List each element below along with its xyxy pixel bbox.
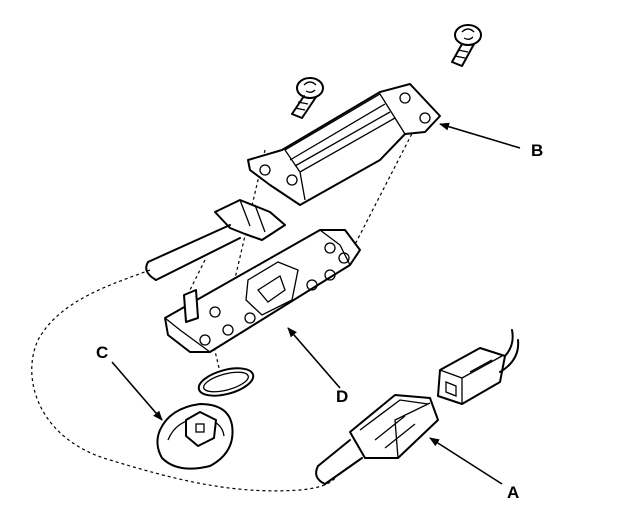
callout-b-leader (439, 122, 521, 149)
callout-a-leader (429, 437, 503, 485)
o-ring (197, 367, 255, 397)
screw-right (451, 24, 482, 67)
sensor-body (145, 83, 441, 281)
callout-b: B (531, 141, 543, 160)
screw-guide-line-right (347, 117, 421, 259)
callout-c: C (96, 343, 108, 362)
callout-d-leader (287, 327, 341, 389)
connector-a (315, 394, 439, 485)
callout-d: D (336, 387, 348, 406)
screw-left (291, 77, 324, 119)
callout-a: A (507, 483, 519, 502)
callout-c-leader (111, 361, 163, 421)
mounting-bracket (164, 229, 361, 353)
wire-routing-dashed-line (31, 269, 336, 492)
mating-connector (437, 329, 520, 405)
sensor-cap (156, 403, 234, 470)
